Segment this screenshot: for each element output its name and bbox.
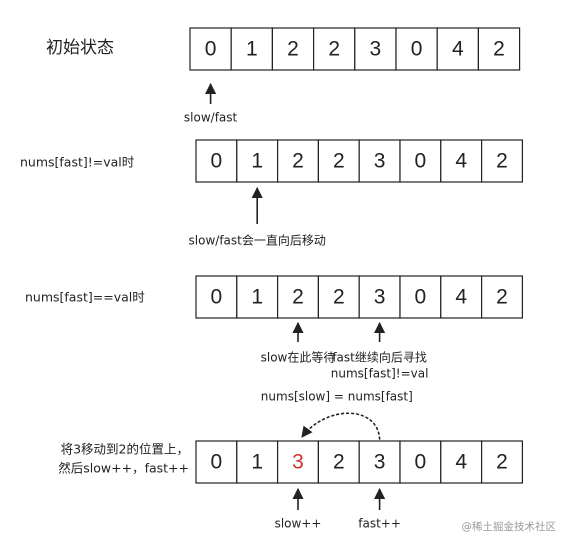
array-cell xyxy=(277,139,320,183)
array-cell xyxy=(236,440,279,484)
row-label: 然后slow++，fast++ xyxy=(58,461,189,476)
copy-arrow xyxy=(301,412,381,440)
array-cell-value: 4 xyxy=(455,150,467,173)
array-cell xyxy=(195,440,238,484)
array-cell xyxy=(271,27,315,71)
pointer-label: fast++ xyxy=(358,517,401,531)
step-row-1: 初始状态 0 1 2 2 3 0 4 2 slow/fast xyxy=(46,27,521,125)
step-row-2: nums[fast]!=val时 0 1 2 2 3 0 4 2 slow/fast会一直向后移动 xyxy=(20,139,524,248)
watermark-text: @稀土掘金技术社区 xyxy=(462,520,557,533)
array-cell-value: 0 xyxy=(205,38,217,61)
array-cell-value: 3 xyxy=(374,451,386,474)
array-cell-value: 0 xyxy=(211,451,223,474)
array-cell xyxy=(440,139,483,183)
array-cell-value: 2 xyxy=(292,286,304,309)
row-label: 将3移动到2的位置上， xyxy=(61,442,189,457)
array-cell xyxy=(358,275,401,319)
array-cell xyxy=(189,27,232,71)
pointer-label: slow++ xyxy=(275,517,322,531)
array-cell xyxy=(236,139,279,183)
array-cell xyxy=(481,139,524,183)
array-cell xyxy=(358,139,401,183)
array-cell-value: 2 xyxy=(496,451,508,474)
array-cell-value: 0 xyxy=(211,150,223,173)
array-cell-value: 4 xyxy=(455,286,467,309)
array-cell-value: 2 xyxy=(333,451,345,474)
array-cell xyxy=(195,275,238,319)
array-cell-value: 2 xyxy=(493,38,505,61)
array-cell-value: 2 xyxy=(287,38,299,61)
array-cell xyxy=(395,27,438,71)
array-cell xyxy=(477,27,521,71)
array-cell-value: 2 xyxy=(333,150,345,173)
array-cell xyxy=(358,440,401,484)
pointer-label: slow/fast会一直向后移动 xyxy=(189,233,326,248)
array-cell xyxy=(399,139,442,183)
array-cell-value: 3 xyxy=(292,451,304,474)
array-cell-value: 1 xyxy=(251,150,263,173)
array-cell xyxy=(317,440,360,484)
array-cell xyxy=(481,275,524,319)
array-cell-value: 3 xyxy=(370,38,382,61)
pointer-label: slow在此等待 xyxy=(261,351,336,365)
array-cell-value: 0 xyxy=(415,286,427,309)
pointer-label: nums[fast]!=val xyxy=(331,367,429,381)
array-cell-value: 2 xyxy=(292,150,304,173)
array-cell xyxy=(440,275,483,319)
array-cell xyxy=(277,440,320,484)
pointer-label: fast继续向后寻找 xyxy=(332,350,427,365)
row-label: nums[fast]==val时 xyxy=(25,290,145,305)
array-cell-value: 2 xyxy=(328,38,340,61)
array-cell-value: 0 xyxy=(411,38,423,61)
array-cell-value: 2 xyxy=(333,286,345,309)
array-cell xyxy=(230,27,273,71)
step-row-4: 将3移动到2的位置上， 然后slow++，fast++ 0 1 3 2 3 0 4 2 slow++… xyxy=(58,390,524,531)
array-cell-value: 3 xyxy=(374,286,386,309)
copy-arrow-label: nums[slow] = nums[fast] xyxy=(261,390,413,404)
array-cell-value: 2 xyxy=(496,150,508,173)
row-label: nums[fast]!=val时 xyxy=(20,155,135,170)
array-cell xyxy=(399,440,442,484)
array-cell-value: 2 xyxy=(496,286,508,309)
array-cell-value: 0 xyxy=(415,150,427,173)
array-cell xyxy=(481,440,524,484)
array-cell-value: 4 xyxy=(455,451,467,474)
array-cell xyxy=(317,275,360,319)
step-row-3: nums[fast]==val时 0 1 2 2 3 0 4 2 slow在此等待fast继续向后… xyxy=(25,275,524,381)
array-cell-value: 4 xyxy=(452,38,464,61)
array-cell-value: 1 xyxy=(246,38,258,61)
array-cell-value: 1 xyxy=(251,286,263,309)
array-cell-value: 0 xyxy=(211,286,223,309)
array-cell-value: 3 xyxy=(374,150,386,173)
array-cell xyxy=(195,139,238,183)
array-cell xyxy=(354,27,397,71)
row-label: 初始状态 xyxy=(46,38,114,58)
array-cell-value: 1 xyxy=(251,451,263,474)
pointer-label: slow/fast xyxy=(184,111,238,125)
array-cell xyxy=(399,275,442,319)
array-cell-value: 0 xyxy=(415,451,427,474)
array-cell xyxy=(436,27,480,71)
